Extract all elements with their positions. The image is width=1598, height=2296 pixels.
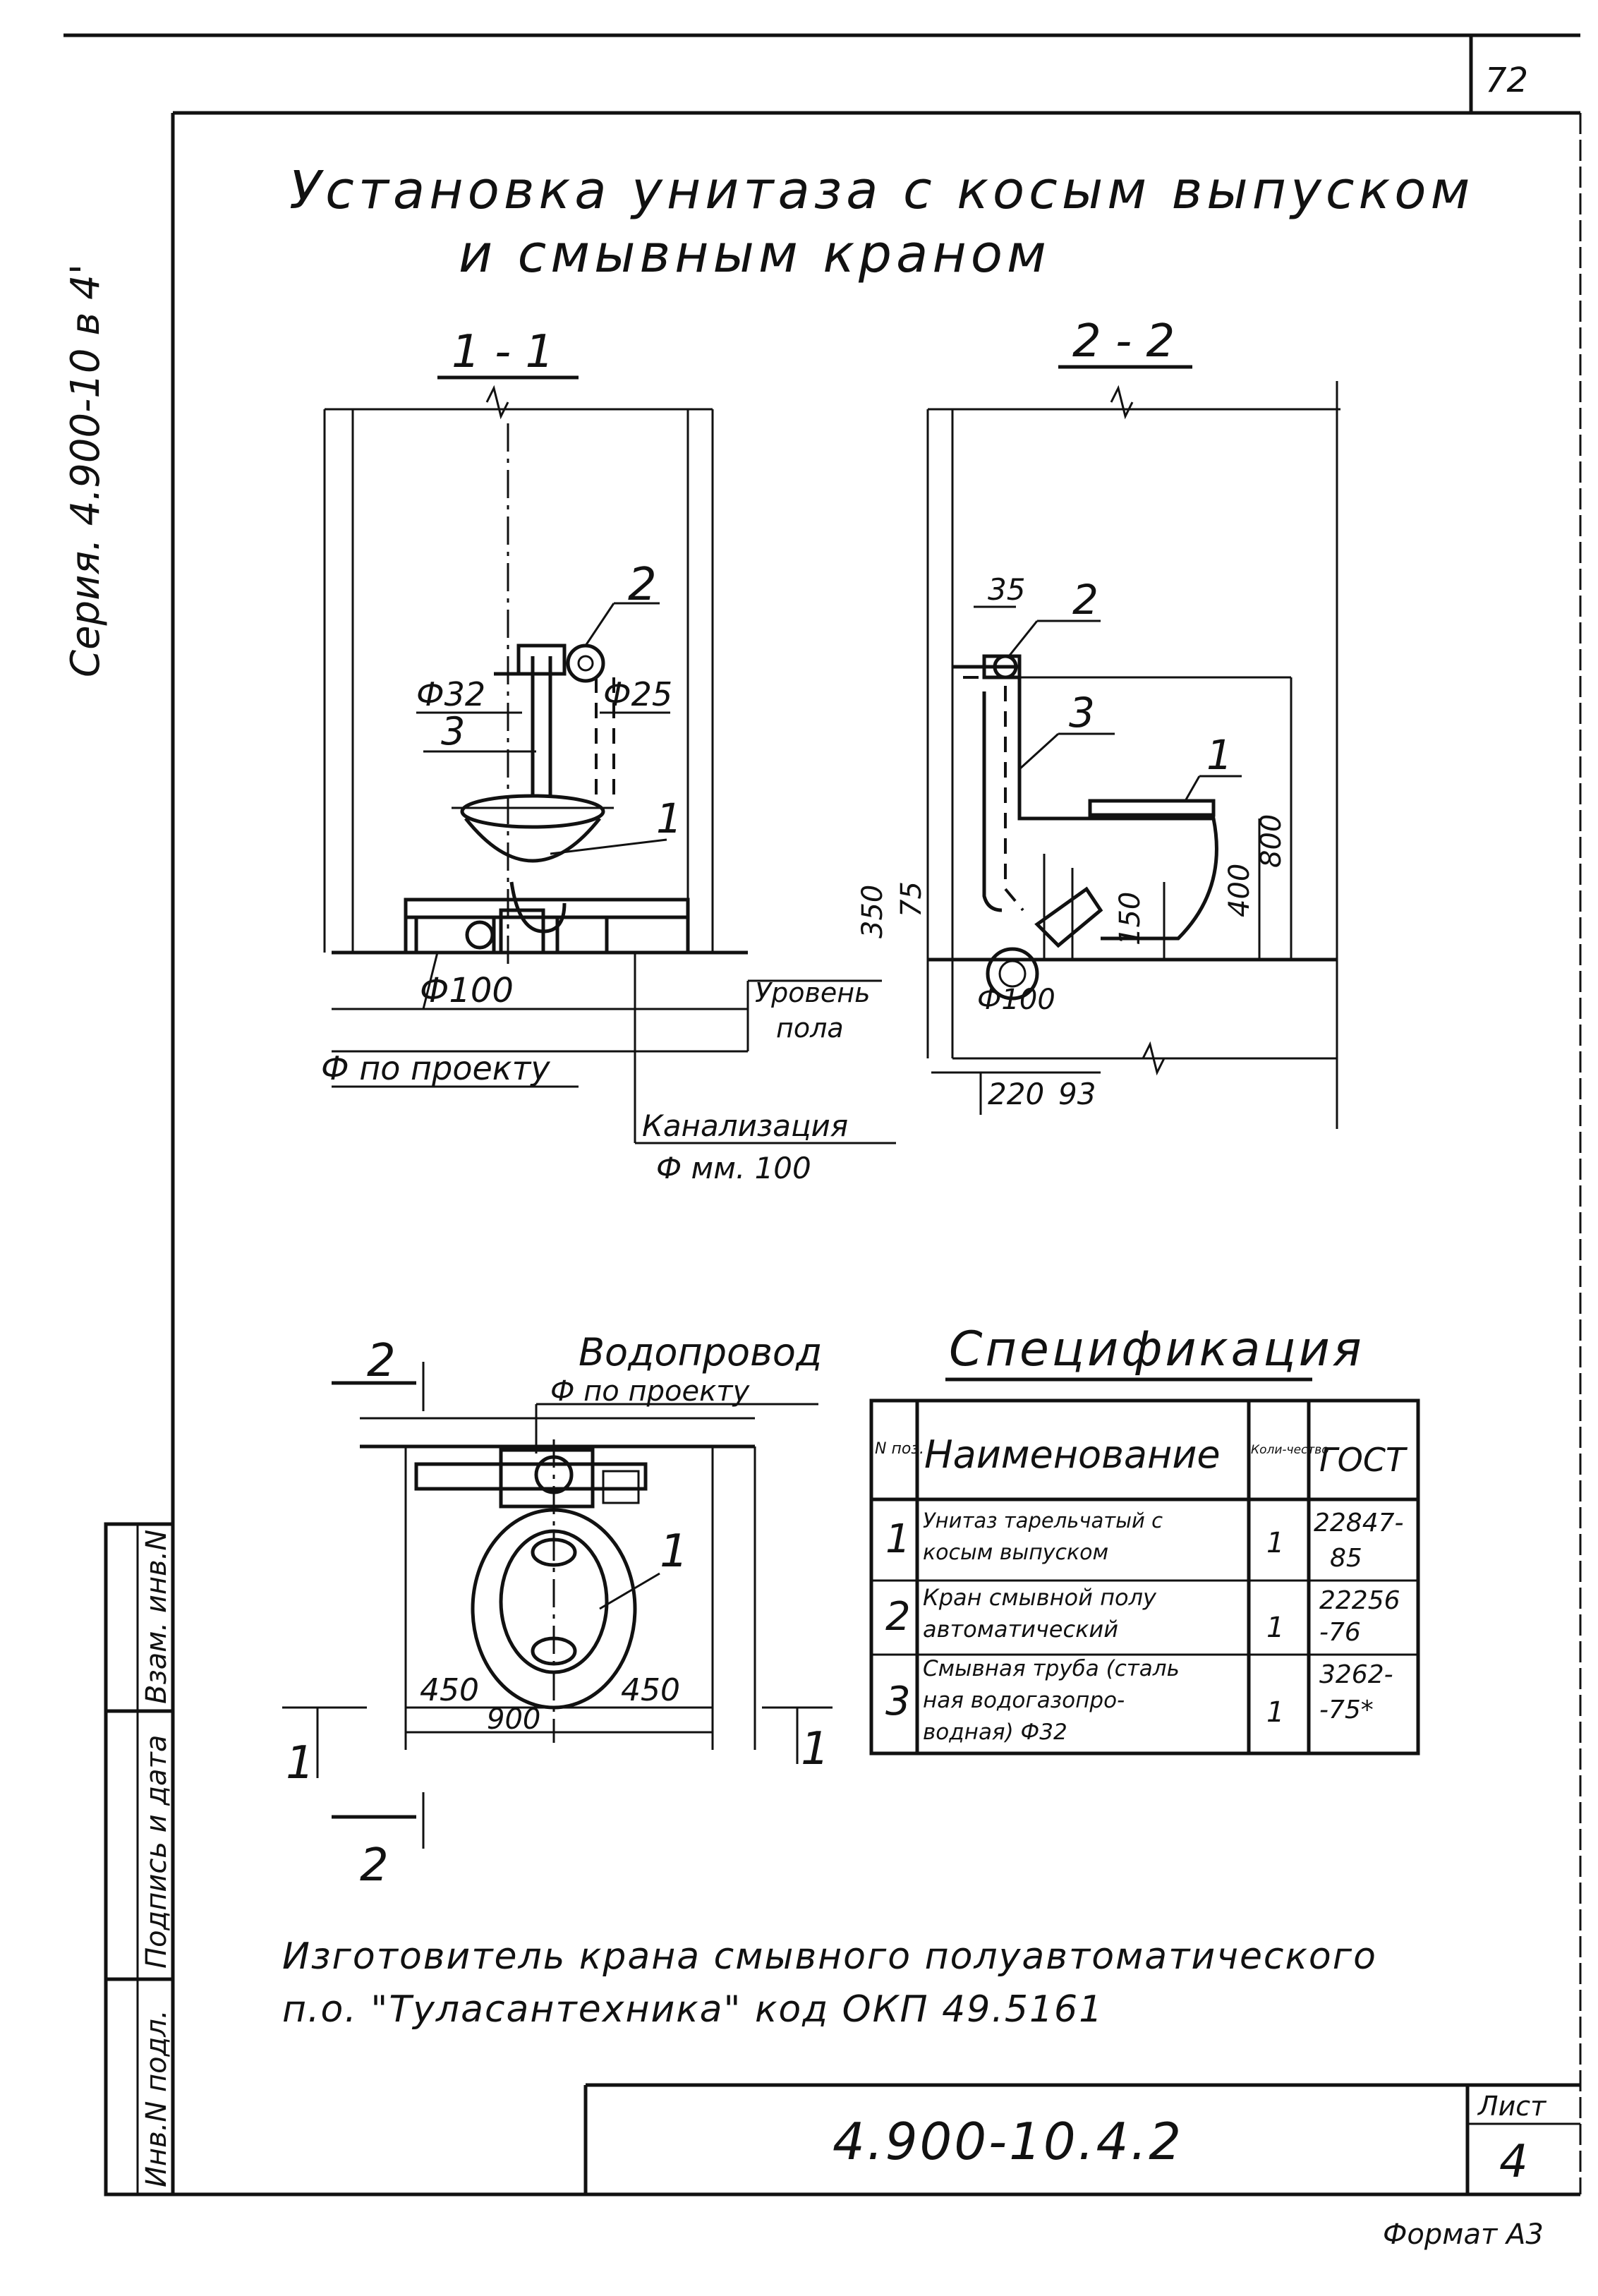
s1-floor-level-1: Уровень: [755, 977, 871, 1008]
s1-per-project: Ф по проекту: [321, 1049, 550, 1087]
spec-row-2-name-1: Кран смывной полу: [923, 1584, 1157, 1611]
s2-dim75: 75: [895, 881, 928, 917]
s2-dim800: 800: [1255, 814, 1288, 868]
series-stamp: Серия. 4.900-10 в 4': [63, 264, 109, 677]
spec-table-grid: [869, 1398, 1420, 1756]
spec-row-3-gost-1: 3262-: [1319, 1660, 1393, 1689]
manufacturer-line-2: п.о. "Туласантехника" код ОКП 49.5161: [282, 1988, 1103, 2031]
page-number: 72: [1485, 61, 1528, 100]
s1-pos1: 1: [656, 794, 682, 842]
title-line-2: и смывным краном: [459, 224, 1051, 284]
plan-section-mark-2-bottom: 2: [360, 1839, 389, 1892]
s1-dia32: Ф32: [416, 675, 485, 713]
section-2-2: [926, 365, 1340, 1129]
side-stamp-replace: Взам. инв.N: [140, 1530, 173, 1704]
spec-row-3-qty: 1: [1266, 1696, 1284, 1729]
s2-dim93: 93: [1058, 1077, 1096, 1111]
s1-sewer-1: Канализация: [642, 1108, 848, 1143]
spec-row-1-name-2: косым выпуском: [923, 1540, 1108, 1565]
spec-header-pos: N поз.: [875, 1440, 924, 1458]
plan-view: [282, 1362, 833, 1849]
spec-row-3-name-1: Смывная труба (сталь: [923, 1656, 1180, 1681]
spec-row-1-qty: 1: [1266, 1527, 1284, 1559]
section-1-1: [323, 375, 896, 1144]
title-block: [583, 2083, 1580, 2194]
title-line-1: Установка унитаза с косым выпуском: [289, 160, 1474, 221]
spec-row-2-name-2: автоматический: [923, 1616, 1118, 1643]
spec-row-3-gost-2: -75*: [1319, 1696, 1374, 1724]
spec-row-1-gost-1: 22847-: [1314, 1509, 1404, 1537]
stamp-sheet-number: 4: [1499, 2136, 1528, 2188]
section-1-1-label: 1 - 1: [452, 326, 554, 378]
plan-section-mark-1-right: 1: [801, 1723, 830, 1775]
stamp-code: 4.900-10.4.2: [833, 2112, 1183, 2171]
s2-dim150: 150: [1114, 892, 1146, 945]
s1-dia100: Ф100: [420, 971, 514, 1010]
spec-row-3-pos: 3: [885, 1679, 911, 1724]
side-stamp: [104, 1522, 175, 2197]
spec-row-2-gost-2: -76: [1319, 1618, 1361, 1647]
s1-sewer-2: Ф мм. 100: [656, 1151, 811, 1185]
plan-water-supply-1: Водопровод: [579, 1330, 822, 1374]
spec-header-gost: ГОСТ: [1319, 1441, 1408, 1479]
spec-row-2-gost-1: 22256: [1319, 1586, 1400, 1615]
manufacturer-line-1: Изготовитель крана смывного полуавтомати…: [282, 1935, 1377, 1978]
plan-dim900: 900: [487, 1703, 540, 1736]
plan-section-mark-2: 2: [367, 1335, 396, 1387]
s2-dim35: 35: [988, 572, 1025, 607]
s2-pos2: 2: [1072, 576, 1098, 624]
section-2-2-label: 2 - 2: [1072, 315, 1175, 368]
s1-dia25: Ф25: [603, 675, 672, 713]
s2-dim220: 220: [988, 1077, 1044, 1111]
spec-row-2-qty: 1: [1266, 1612, 1284, 1644]
plan-water-supply-2: Ф по проекту: [550, 1375, 751, 1408]
plan-section-mark-1-left: 1: [286, 1737, 315, 1789]
s1-floor-level-2: пола: [776, 1013, 844, 1044]
spec-row-1-gost-2: 85: [1330, 1544, 1362, 1573]
spec-header-qty: Коли-чество: [1251, 1443, 1329, 1457]
plan-dim450-left: 450: [420, 1672, 479, 1708]
spec-row-1-name-1: Унитаз тарельчатый с: [923, 1509, 1163, 1533]
s1-pos2: 2: [628, 559, 657, 611]
spec-title: Спецификация: [949, 1322, 1364, 1377]
spec-row-3-name-3: водная) Ф32: [923, 1720, 1067, 1745]
s2-pos3: 3: [1069, 689, 1095, 737]
s2-pos1: 1: [1206, 731, 1233, 779]
stamp-sheet-label: Лист: [1477, 2091, 1547, 2122]
s2-dim400: 400: [1223, 864, 1256, 917]
format-label: Формат А3: [1383, 2218, 1544, 2251]
spec-row-3-name-2: ная водогазопро-: [923, 1688, 1125, 1713]
spec-header-name: Наименование: [924, 1432, 1221, 1477]
s1-pos3: 3: [441, 709, 465, 754]
plan-pos1: 1: [660, 1525, 689, 1578]
side-stamp-sign: Подпись и дата: [140, 1735, 173, 1969]
s2-dim350: 350: [856, 885, 889, 938]
plan-dim450-right: 450: [621, 1672, 680, 1708]
side-stamp-inv: Инв.N подл.: [140, 2010, 173, 2187]
s2-dia100: Ф100: [977, 984, 1055, 1016]
spec-row-2-pos: 2: [885, 1594, 911, 1640]
spec-row-1-pos: 1: [885, 1516, 911, 1562]
